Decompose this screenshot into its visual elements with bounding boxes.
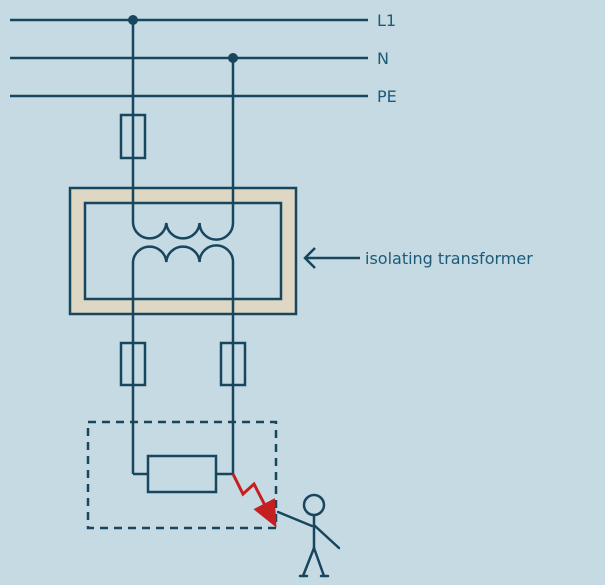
conductor-labels: L1 N PE	[377, 11, 397, 106]
windings	[131, 222, 235, 263]
pe-label: PE	[377, 87, 397, 106]
n-label: N	[377, 49, 389, 68]
primary-winding	[131, 222, 235, 241]
transformer-label: isolating transformer	[365, 249, 533, 268]
supply-conductors	[10, 18, 368, 98]
equipment-enclosure	[86, 420, 278, 530]
person-figure	[276, 493, 341, 578]
secondary-winding	[131, 244, 235, 263]
wiring	[131, 20, 235, 476]
fuses	[119, 113, 247, 387]
transformer-core	[68, 186, 298, 316]
transformer-callout: isolating transformer	[303, 247, 533, 269]
load-resistor	[146, 454, 218, 494]
l1-label: L1	[377, 11, 396, 30]
fault-path	[231, 473, 277, 528]
person-head	[302, 493, 326, 517]
